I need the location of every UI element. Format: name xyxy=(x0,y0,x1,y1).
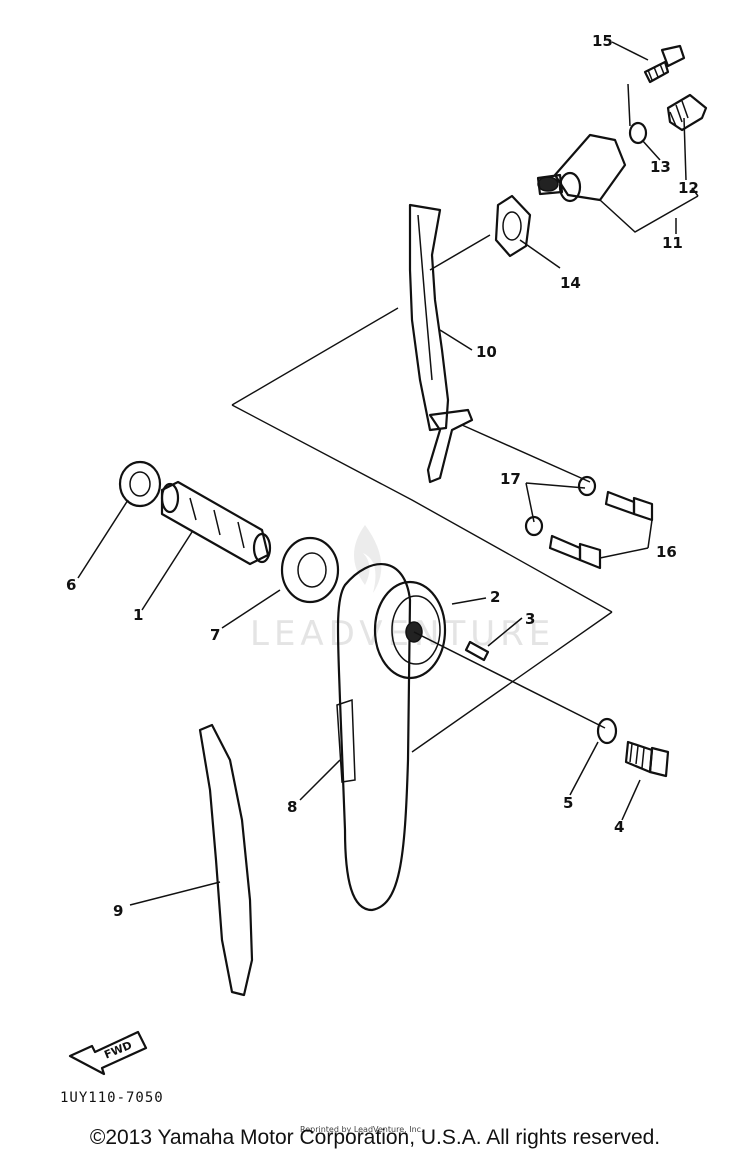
sprocket-bolt xyxy=(624,740,670,778)
callout-7: 7 xyxy=(210,626,220,644)
callout-14: 14 xyxy=(560,274,581,292)
callout-1: 1 xyxy=(133,606,143,624)
callout-labels: 1 2 3 4 5 6 7 8 9 10 11 12 13 14 15 16 1… xyxy=(66,32,699,920)
callout-16: 16 xyxy=(656,543,677,561)
callout-5: 5 xyxy=(563,794,573,812)
cam-chain xyxy=(336,563,412,912)
assembly-outline xyxy=(231,307,613,753)
callout-4: 4 xyxy=(614,818,624,836)
guide-bolt-upper xyxy=(604,490,654,522)
callout-6: 6 xyxy=(66,576,76,594)
tensioner-washer xyxy=(628,121,648,145)
fwd-label: FWD xyxy=(102,1039,134,1062)
tensioner-guide xyxy=(408,203,474,484)
tensioner-mount-bolt xyxy=(643,44,686,84)
tensioner-cap-bolt xyxy=(666,93,708,132)
copyright-footer: ©2013 Yamaha Motor Corporation, U.S.A. A… xyxy=(89,1126,661,1149)
sprocket-washer xyxy=(596,717,618,745)
leader-lines xyxy=(77,41,687,906)
callout-17: 17 xyxy=(500,470,521,488)
callout-13: 13 xyxy=(650,158,671,176)
watermark: LEADVENTURE xyxy=(250,525,555,654)
cam-chain-tensioner xyxy=(536,133,627,203)
forward-direction-arrow: FWD xyxy=(68,1030,148,1076)
callout-11: 11 xyxy=(662,234,683,252)
callout-15: 15 xyxy=(592,32,613,50)
callout-12: 12 xyxy=(678,179,699,197)
watermark-text: LEADVENTURE xyxy=(250,614,555,654)
callout-3: 3 xyxy=(525,610,535,628)
callout-2: 2 xyxy=(490,588,500,606)
guide-bolt-lower xyxy=(548,534,602,570)
camshaft-bearing-right xyxy=(280,536,340,604)
guide-washer-lower xyxy=(524,515,544,537)
tensioner-gasket xyxy=(494,194,532,258)
dowel-pin xyxy=(464,640,490,662)
callout-10: 10 xyxy=(476,343,497,361)
camshaft xyxy=(160,480,272,566)
chain-guide xyxy=(198,723,254,997)
camshaft-bearing-left xyxy=(118,460,162,508)
callout-9: 9 xyxy=(113,902,123,920)
reprint-note: Reprinted by LeadVenture, Inc. xyxy=(300,1125,424,1134)
tensioner-leaders xyxy=(599,83,699,233)
guide-washer-upper xyxy=(577,475,597,497)
callout-8: 8 xyxy=(287,798,297,816)
chain-master-link xyxy=(336,698,356,783)
drawing-code: 1UY110-7050 xyxy=(60,1090,164,1106)
